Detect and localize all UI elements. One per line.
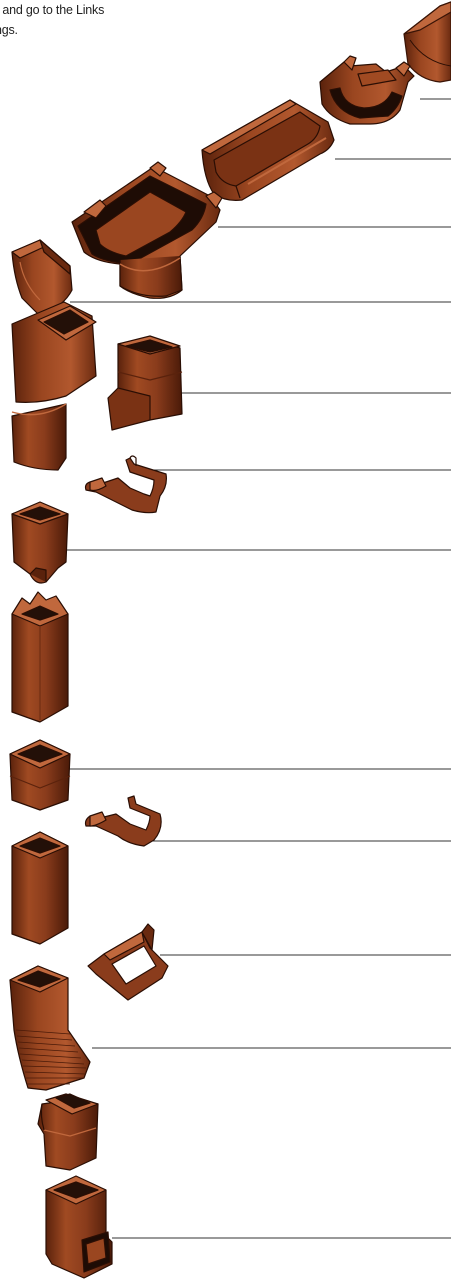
downpipe-length-long [12,592,68,722]
gutter-length [202,100,334,200]
downpipe-shoe-top [12,502,68,583]
downpipe-shoe [46,1176,112,1278]
downpipe-offset-bend [12,302,182,470]
downpipe-socket [10,740,70,810]
downpipe-clip-medium [86,796,162,846]
downpipe-length-short [12,832,68,944]
gutter-running-outlet [72,162,222,298]
downpipe-bracket [88,924,168,1000]
downpipe-flexible [10,966,90,1090]
downpipe-offset-lower [38,1094,98,1170]
gutter-stop-end-right [404,2,451,82]
downpipe-clip-small [86,456,167,513]
gutter-union-bracket [320,56,414,124]
